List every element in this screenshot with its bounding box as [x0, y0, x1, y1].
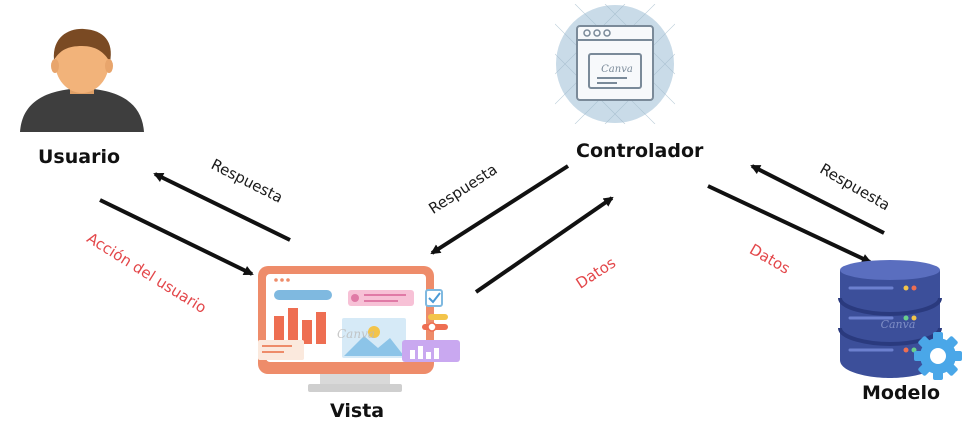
vista-watermark: Canva: [337, 327, 375, 341]
controlador-watermark: Canva: [601, 64, 633, 75]
controlador-label: Controlador: [576, 140, 704, 162]
vista-label: Vista: [330, 400, 385, 422]
arrow-vista-to-controlador: [474, 196, 614, 294]
monitor-dashboard-icon: Canva: [258, 266, 460, 392]
arrow-controlador-to-vista: [430, 164, 570, 255]
usuario-label: Usuario: [38, 146, 121, 168]
arrow-usuario-to-vista: [99, 198, 254, 276]
database-gear-icon: Canva: [838, 260, 962, 380]
controller-window-icon: Canva: [555, 4, 675, 124]
arrow-modelo-to-controlador: [750, 164, 885, 235]
arrow-vista-to-usuario: [153, 172, 291, 242]
modelo-watermark: Canva: [881, 318, 916, 331]
arrow-controlador-to-modelo: [707, 184, 872, 264]
modelo-label: Modelo: [862, 382, 941, 404]
user-avatar-icon: [20, 28, 144, 132]
